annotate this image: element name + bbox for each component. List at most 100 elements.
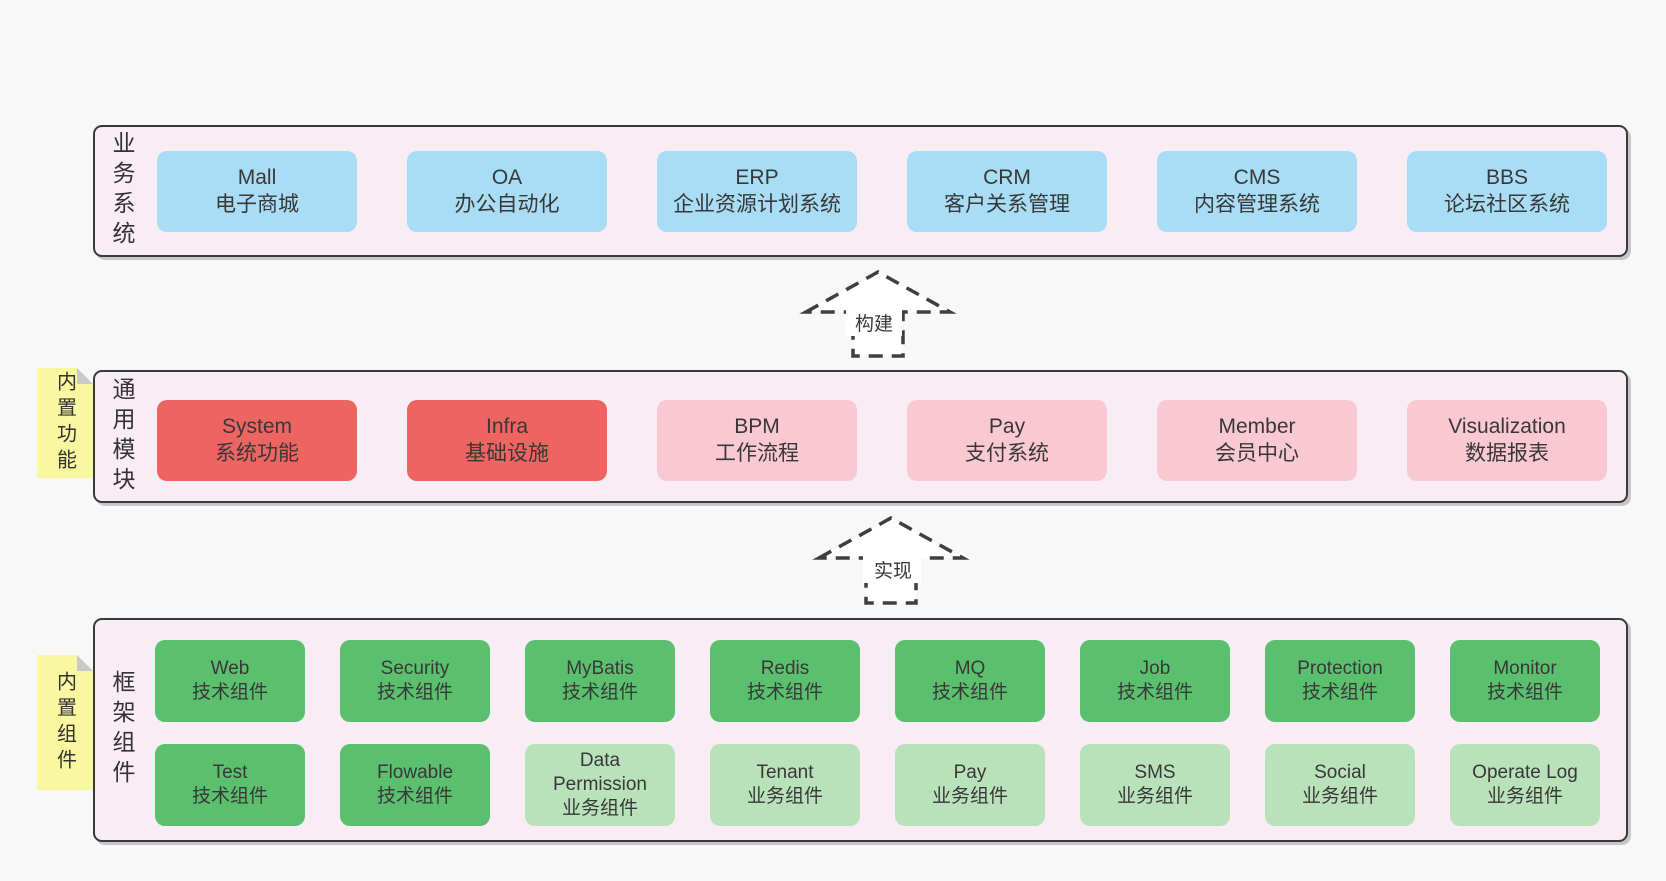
folded-corner-icon — [77, 655, 93, 671]
box-title: BPM — [734, 414, 780, 438]
box-crm: CRM 客户关系管理 — [907, 151, 1107, 232]
box-title: Test — [212, 761, 248, 783]
layer-framework-components: 框架组件 Web 技术组件 Security 技术组件 MyBatis 技术组件… — [93, 618, 1628, 842]
box-flowable: Flowable 技术组件 — [340, 744, 490, 826]
box-test: Test 技术组件 — [155, 744, 305, 826]
build-arrow-shape: 构建 — [799, 269, 957, 358]
box-subtitle: 数据报表 — [1465, 441, 1549, 465]
box-subtitle: 技术组件 — [1116, 682, 1193, 703]
box-subtitle: 业务组件 — [931, 786, 1008, 807]
box-subtitle: 业务组件 — [1486, 786, 1563, 807]
box-title: Redis — [760, 657, 810, 679]
business-box-row: Mall 电子商城 OA 办公自动化 ERP 企业资源计划系统 CRM 客户关系… — [95, 127, 1626, 232]
box-title: CRM — [983, 165, 1031, 189]
box-subtitle: 论坛社区系统 — [1444, 192, 1570, 216]
box-subtitle: 技术组件 — [191, 786, 268, 807]
box-subtitle: 企业资源计划系统 — [673, 192, 841, 216]
implement-arrow-label: 实现 — [874, 560, 912, 582]
box-title: Data Permission — [553, 749, 647, 795]
box-subtitle: 系统功能 — [215, 441, 299, 465]
box-subtitle: 技术组件 — [1301, 682, 1378, 703]
box-title: OA — [491, 165, 523, 189]
box-subtitle: 客户关系管理 — [944, 192, 1070, 216]
box-mall: Mall 电子商城 — [157, 151, 357, 232]
box-subtitle: 业务组件 — [1301, 786, 1378, 807]
box-job: Job 技术组件 — [1080, 640, 1230, 722]
note-label: 内置功能 — [53, 371, 76, 475]
box-mybatis: MyBatis 技术组件 — [525, 640, 675, 722]
note-label: 内置组件 — [53, 670, 76, 775]
box-bpm: BPM 工作流程 — [657, 400, 857, 481]
box-title: Pay — [953, 761, 987, 783]
box-title: SMS — [1134, 761, 1176, 783]
layer-label-common-modules: 通用模块 — [109, 376, 135, 497]
box-title: Web — [210, 657, 250, 679]
box-visualization: Visualization 数据报表 — [1407, 400, 1607, 481]
box-subtitle: 技术组件 — [931, 682, 1008, 703]
box-security: Security 技术组件 — [340, 640, 490, 722]
layer-business-systems: 业务系统 Mall 电子商城 OA 办公自动化 ERP 企业资源计划系统 CRM… — [93, 125, 1628, 257]
box-title: MyBatis — [566, 657, 634, 679]
box-title: Visualization — [1448, 414, 1566, 438]
box-infra: Infra 基础设施 — [407, 400, 607, 481]
layer-common-modules: 通用模块 System 系统功能 Infra 基础设施 BPM 工作流程 Pay… — [93, 370, 1628, 503]
box-title: BBS — [1485, 165, 1529, 189]
box-monitor: Monitor 技术组件 — [1450, 640, 1600, 722]
module-box-row: System 系统功能 Infra 基础设施 BPM 工作流程 Pay 支付系统… — [95, 372, 1626, 481]
box-title: Flowable — [376, 761, 454, 783]
box-subtitle: 基础设施 — [465, 441, 549, 465]
box-pay: Pay 支付系统 — [907, 400, 1107, 481]
box-subtitle: 支付系统 — [965, 441, 1049, 465]
box-subtitle: 技术组件 — [746, 682, 823, 703]
box-web: Web 技术组件 — [155, 640, 305, 722]
box-cms: CMS 内容管理系统 — [1157, 151, 1357, 232]
box-subtitle: 办公自动化 — [454, 192, 560, 216]
box-title: Pay — [988, 414, 1026, 438]
box-title: Security — [380, 657, 450, 679]
box-title: Tenant — [756, 761, 814, 783]
box-operate-log: Operate Log 业务组件 — [1450, 744, 1600, 826]
sticky-note-builtin-features: 内置功能 — [37, 368, 93, 478]
box-redis: Redis 技术组件 — [710, 640, 860, 722]
box-title: MQ — [954, 657, 986, 679]
box-erp: ERP 企业资源计划系统 — [657, 151, 857, 232]
box-title: Protection — [1297, 657, 1383, 679]
box-title: Member — [1218, 414, 1296, 438]
box-title: Infra — [485, 414, 529, 438]
box-title: Monitor — [1493, 657, 1557, 679]
sticky-note-builtin-components: 内置组件 — [37, 655, 93, 790]
box-title: ERP — [735, 165, 779, 189]
box-tenant: Tenant 业务组件 — [710, 744, 860, 826]
box-subtitle: 技术组件 — [191, 682, 268, 703]
box-pay-component: Pay 业务组件 — [895, 744, 1045, 826]
box-title: Social — [1314, 761, 1366, 783]
implement-arrow-shape: 实现 — [812, 515, 970, 605]
box-subtitle: 技术组件 — [1486, 682, 1563, 703]
box-system: System 系统功能 — [157, 400, 357, 481]
box-subtitle: 业务组件 — [561, 798, 638, 820]
box-subtitle: 内容管理系统 — [1194, 192, 1320, 216]
box-subtitle: 业务组件 — [746, 786, 823, 807]
layer-label-business-systems: 业务系统 — [109, 131, 135, 251]
layer-label-framework-components: 框架组件 — [109, 670, 135, 790]
folded-corner-icon — [77, 368, 93, 384]
build-arrow-label: 构建 — [855, 313, 893, 335]
box-subtitle: 电子商城 — [215, 192, 299, 216]
box-bbs: BBS 论坛社区系统 — [1407, 151, 1607, 232]
box-subtitle: 技术组件 — [376, 786, 453, 807]
box-protection: Protection 技术组件 — [1265, 640, 1415, 722]
box-title: Mall — [237, 165, 277, 189]
component-row-2: Test 技术组件 Flowable 技术组件 Data Permission … — [95, 722, 1626, 826]
box-sms: SMS 业务组件 — [1080, 744, 1230, 826]
component-row-1: Web 技术组件 Security 技术组件 MyBatis 技术组件 Redi… — [95, 620, 1626, 722]
box-title: System — [221, 414, 292, 438]
box-subtitle: 技术组件 — [376, 682, 453, 703]
box-mq: MQ 技术组件 — [895, 640, 1045, 722]
box-title: CMS — [1233, 165, 1281, 189]
box-subtitle: 业务组件 — [1116, 786, 1193, 807]
box-member: Member 会员中心 — [1157, 400, 1357, 481]
box-subtitle: 工作流程 — [715, 441, 799, 465]
box-subtitle: 技术组件 — [561, 682, 638, 703]
box-social: Social 业务组件 — [1265, 744, 1415, 826]
box-subtitle: 会员中心 — [1215, 441, 1299, 465]
